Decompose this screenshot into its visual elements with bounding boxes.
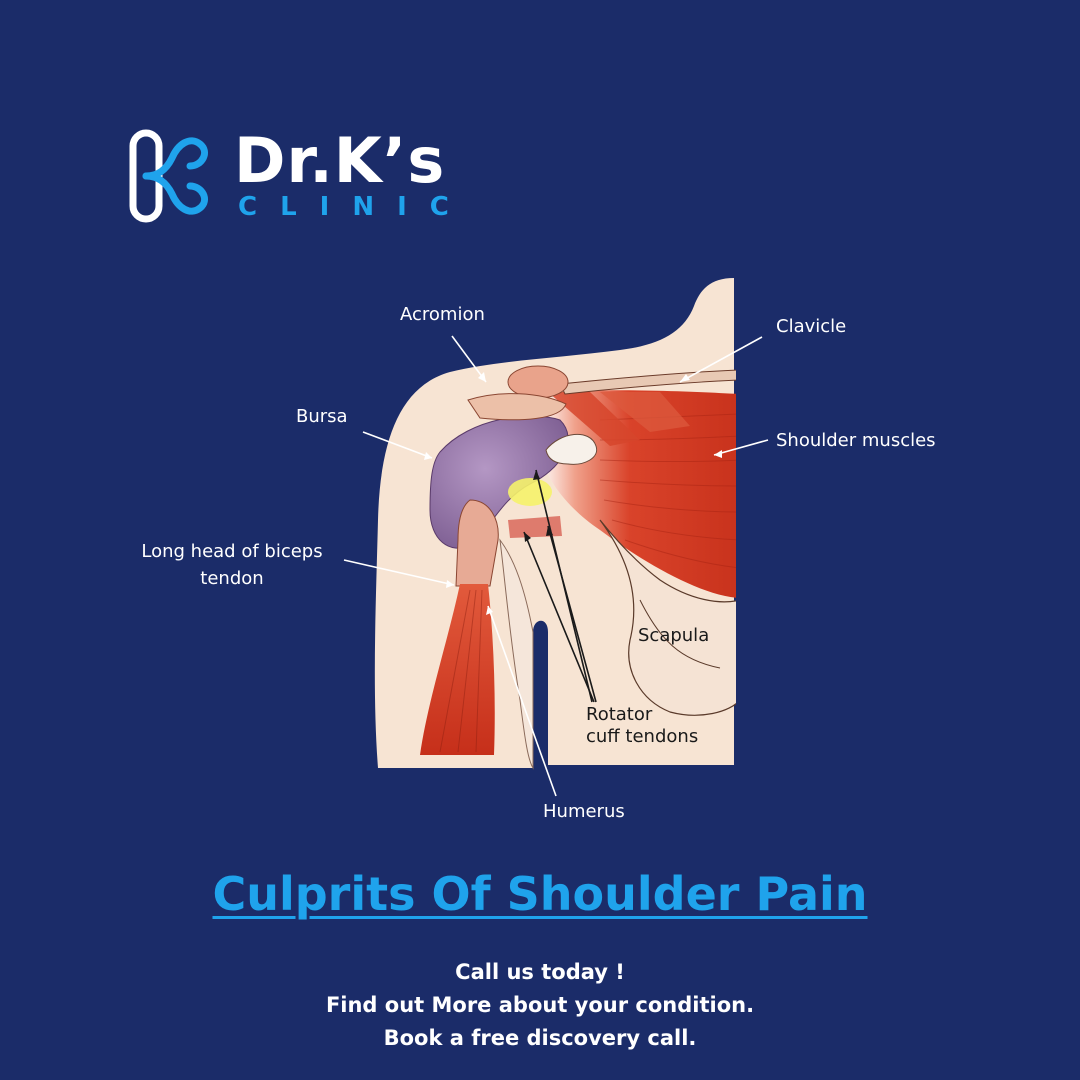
label-biceps-tendon: Long head of biceps tendon: [118, 538, 346, 592]
label-scapula: Scapula: [638, 625, 710, 646]
label-acromion: Acromion: [400, 304, 485, 325]
label-humerus: Humerus: [543, 801, 625, 822]
clinic-logo: Dr.K’s CLINIC: [128, 128, 458, 228]
cta-line-1: Call us today !: [455, 960, 625, 984]
logo-title: Dr.K’s: [234, 124, 446, 197]
label-clavicle: Clavicle: [776, 316, 847, 337]
label-rotator-line1: Rotator: [586, 704, 653, 725]
label-bursa: Bursa: [296, 406, 348, 427]
scapula-bone: [599, 519, 736, 716]
k-monogram-icon: [129, 129, 208, 223]
cta-line-3: Book a free discovery call.: [383, 1026, 697, 1050]
label-rotator-cuff: Rotator cuff tendons: [586, 704, 698, 748]
rotator-cuff-tendon-highlight: [508, 478, 552, 506]
label-biceps-line2: tendon: [200, 568, 264, 589]
logo-subtitle: CLINIC: [238, 192, 472, 222]
label-biceps-line1: Long head of biceps: [141, 541, 323, 562]
cta-line-2: Find out More about your condition.: [325, 993, 755, 1017]
label-shoulder-muscles: Shoulder muscles: [776, 430, 936, 451]
headline[interactable]: Culprits Of Shoulder Pain: [212, 867, 868, 921]
label-rotator-line2: cuff tendons: [586, 726, 699, 747]
call-to-action: Call us today ! Find out More about your…: [0, 956, 1080, 1055]
biceps-muscle: [420, 584, 495, 755]
